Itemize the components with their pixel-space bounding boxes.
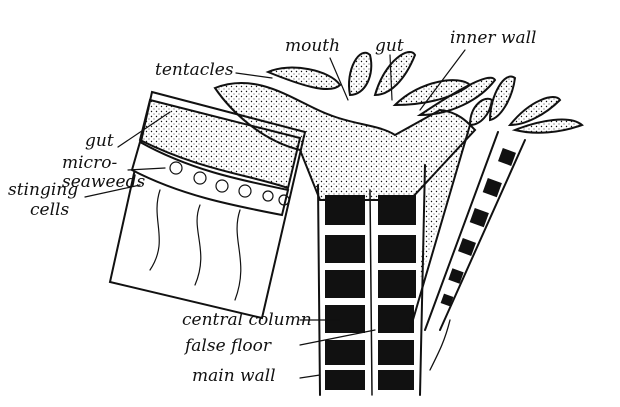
label-stinging-cells-2: cells bbox=[30, 200, 70, 220]
leader-lines bbox=[84, 49, 466, 379]
label-mouth: mouth bbox=[285, 36, 341, 56]
signature bbox=[429, 319, 451, 371]
label-central-column: central column bbox=[182, 310, 312, 330]
label-inner-wall: inner wall bbox=[450, 28, 537, 48]
label-micro-seaweeds-1: micro- bbox=[62, 153, 118, 173]
side-false-floors bbox=[440, 148, 516, 307]
inset-cells bbox=[130, 140, 290, 217]
label-false-floor: false floor bbox=[185, 336, 271, 356]
central-column bbox=[369, 189, 373, 396]
tentacles-shapes bbox=[265, 50, 584, 134]
stinging-threads bbox=[149, 189, 242, 301]
label-gut-inset: gut bbox=[85, 131, 114, 151]
label-main-wall: main wall bbox=[192, 366, 276, 386]
false-floors bbox=[325, 195, 416, 390]
micro-seaweed-cells bbox=[169, 161, 290, 206]
main-wall bbox=[317, 164, 426, 396]
inset-gut bbox=[138, 98, 302, 190]
label-micro-seaweeds-2: seaweeds bbox=[62, 172, 146, 192]
side-column-dots bbox=[420, 130, 470, 280]
label-gut-top: gut bbox=[375, 36, 404, 56]
label-stinging-cells-1: stinging bbox=[8, 180, 79, 200]
label-tentacles: tentacles bbox=[155, 60, 234, 80]
